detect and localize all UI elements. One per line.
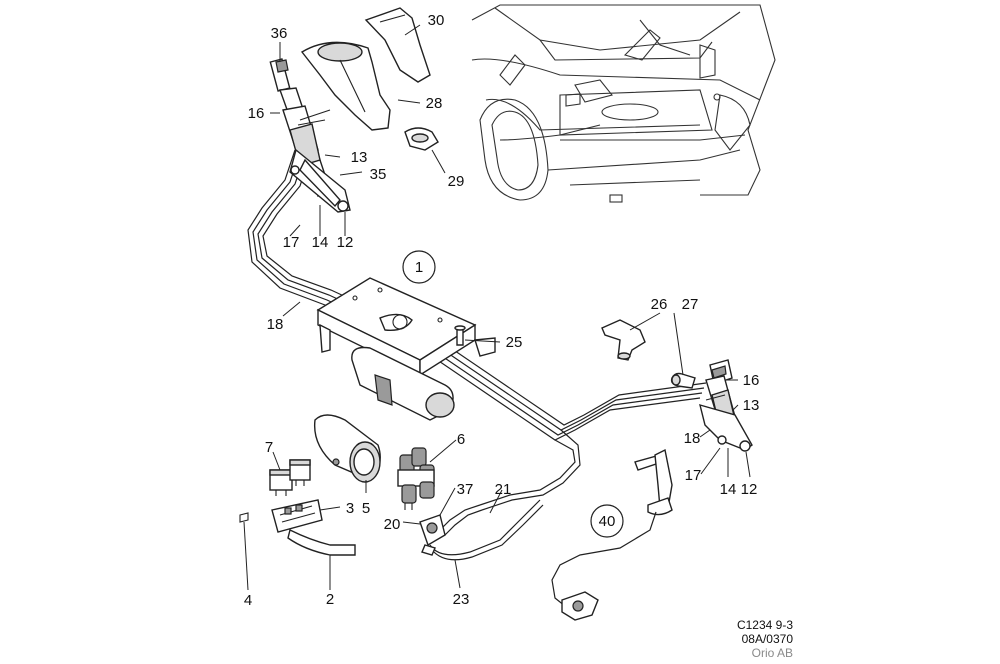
callout-36: 36 xyxy=(271,25,288,42)
callout-18-right: 18 xyxy=(684,430,701,447)
callout-12-left: 12 xyxy=(337,234,354,251)
sensor xyxy=(419,514,446,556)
callout-26: 26 xyxy=(651,296,668,313)
callout-28: 28 xyxy=(426,95,443,112)
valves xyxy=(397,447,435,510)
callout-3: 3 xyxy=(346,500,354,517)
callout-1: 1 xyxy=(415,259,423,276)
callout-12-right: 12 xyxy=(741,481,758,498)
callout-35: 35 xyxy=(370,166,387,183)
footer-ref: 08A/0370 xyxy=(741,632,793,646)
callout-1-circle xyxy=(402,250,436,284)
callout-16-left: 16 xyxy=(248,105,265,122)
callout-37: 37 xyxy=(457,481,474,498)
callout-17-left: 17 xyxy=(283,234,300,251)
callout-21: 21 xyxy=(495,481,512,498)
footer-code: C1234 9-3 xyxy=(736,618,793,632)
callout-17-right: 17 xyxy=(685,467,702,484)
callout-23: 23 xyxy=(453,591,470,608)
relays xyxy=(269,459,311,496)
cover-parts xyxy=(300,7,439,151)
hose-bundle xyxy=(247,149,707,561)
emergency-handle xyxy=(551,448,673,621)
footer-credit: Orio AB xyxy=(751,646,793,660)
car-rear-illustration xyxy=(471,4,776,203)
callout-18-left: 18 xyxy=(267,316,284,333)
callout-29: 29 xyxy=(448,173,465,190)
leader-lines xyxy=(243,24,751,591)
callout-2: 2 xyxy=(326,591,334,608)
relay-holder xyxy=(239,499,356,556)
pump-unit xyxy=(316,277,496,421)
callout-4: 4 xyxy=(244,592,252,609)
callout-25: 25 xyxy=(506,334,523,351)
callout-5: 5 xyxy=(362,500,370,517)
left-hydraulic-cylinder xyxy=(269,58,351,213)
motor xyxy=(313,414,381,483)
callouts: 1 40 36 16 13 35 17 14 12 30 28 29 18 25… xyxy=(244,12,760,609)
callout-13-right: 13 xyxy=(743,397,760,414)
callout-7: 7 xyxy=(265,439,273,456)
callout-30: 30 xyxy=(428,12,445,29)
callout-40-circle xyxy=(590,504,624,538)
callout-13-left: 13 xyxy=(351,149,368,166)
right-hydraulic-cylinder xyxy=(699,359,753,452)
callout-27: 27 xyxy=(682,296,699,313)
callout-14-left: 14 xyxy=(312,234,329,251)
callout-40: 40 xyxy=(599,513,616,530)
callout-16-right: 16 xyxy=(743,372,760,389)
callout-14-right: 14 xyxy=(720,481,737,498)
callout-6: 6 xyxy=(457,431,465,448)
callout-20: 20 xyxy=(384,516,401,533)
plug-and-bracket xyxy=(601,319,696,389)
